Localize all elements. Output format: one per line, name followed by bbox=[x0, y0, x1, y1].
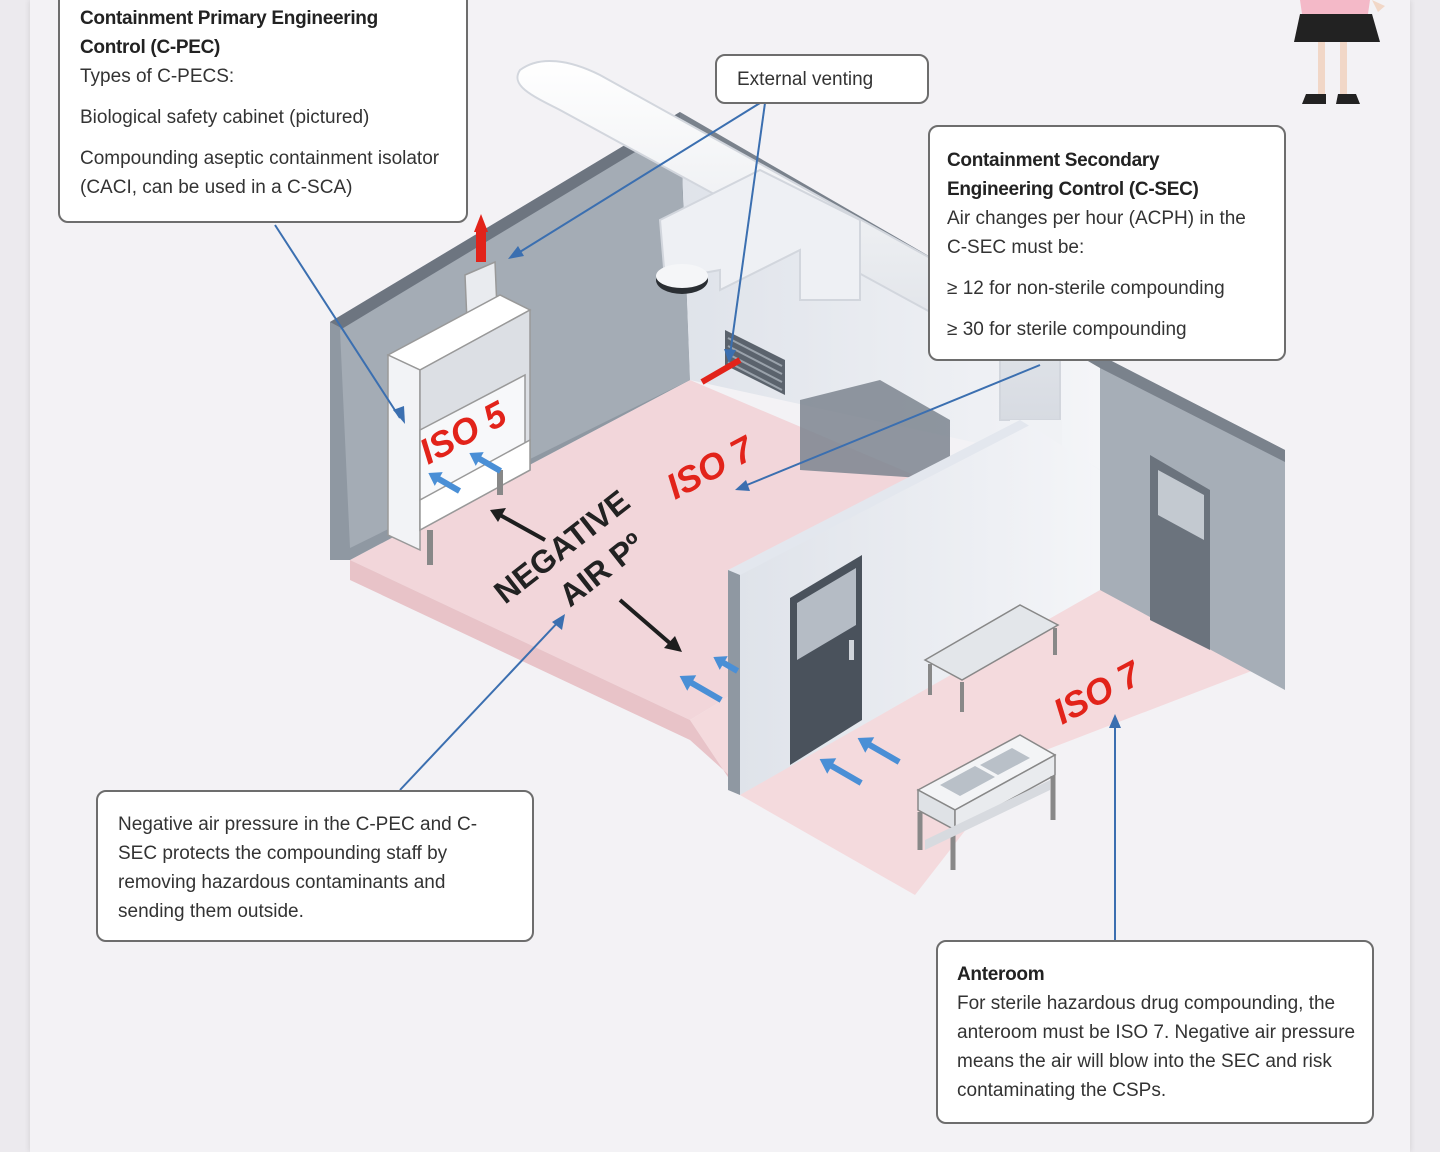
pointer-csec bbox=[741, 364, 1041, 488]
anteroom-title: Anteroom bbox=[957, 964, 1045, 985]
anteroom-bench bbox=[923, 604, 1060, 712]
csec-line-3: ≥ 30 for sterile compounding bbox=[947, 319, 1187, 340]
external-venting-callout: External venting bbox=[715, 54, 929, 104]
cpec-callout: Containment Primary Engineering Control … bbox=[58, 0, 468, 223]
csec-callout: Containment Secondary Engineering Contro… bbox=[928, 125, 1286, 361]
airflow-arrow bbox=[469, 452, 503, 474]
negative-pressure-text: Negative air pressure in the C-PEC and C… bbox=[118, 814, 478, 922]
airflow-arrow bbox=[428, 472, 462, 494]
pointer-venting-2 bbox=[729, 102, 766, 356]
negative-pressure-callout: Negative air pressure in the C-PEC and C… bbox=[96, 790, 534, 942]
external-venting-label: External venting bbox=[737, 69, 874, 90]
pointer-venting-2-head bbox=[724, 349, 736, 363]
pressure-arrow bbox=[618, 598, 674, 647]
pointer-cpec-head bbox=[393, 406, 405, 424]
anteroom-text: For sterile hazardous drug compounding, … bbox=[957, 993, 1356, 1101]
pointer-csec-head bbox=[735, 480, 750, 491]
airflow-arrow bbox=[679, 675, 723, 703]
woman-figure bbox=[1294, 0, 1385, 104]
pointer-negative bbox=[399, 619, 561, 791]
partition-door bbox=[790, 555, 862, 765]
pointer-negative-head bbox=[552, 614, 565, 630]
pointer-venting-1 bbox=[514, 102, 761, 256]
callout-pointers bbox=[274, 102, 1121, 940]
pressure-arrow bbox=[499, 513, 546, 542]
csec-line-1: Air changes per hour (ACPH) in the C-SEC… bbox=[947, 208, 1246, 258]
pressure-arrow-head bbox=[490, 508, 506, 522]
pressure-arrow-head bbox=[664, 636, 682, 652]
pointer-anteroom-head bbox=[1109, 714, 1121, 728]
cpec-subtitle: Types of C-PECS: bbox=[80, 66, 235, 87]
pointer-cpec bbox=[274, 224, 401, 419]
csec-line-2: ≥ 12 for non-sterile compounding bbox=[947, 278, 1225, 299]
cpec-item-2: Compounding aseptic containment isolator… bbox=[80, 148, 440, 198]
biosafety-cabinet bbox=[386, 214, 532, 565]
pointer-venting-1-head bbox=[508, 246, 524, 259]
vent-marker bbox=[700, 357, 742, 385]
cpec-title: Containment Primary Engineering Control … bbox=[80, 8, 378, 58]
right-outer-wall bbox=[1100, 355, 1285, 690]
airflow-arrows bbox=[428, 452, 901, 786]
airflow-arrow bbox=[819, 758, 863, 786]
airflow-arrow bbox=[857, 737, 901, 765]
sink-station bbox=[916, 734, 1057, 870]
negative-pressure-arrows bbox=[490, 508, 682, 652]
airflow-arrow bbox=[713, 656, 740, 674]
anteroom-callout: Anteroom For sterile hazardous drug comp… bbox=[936, 940, 1374, 1124]
csec-title: Containment Secondary Engineering Contro… bbox=[947, 150, 1199, 200]
cpec-item-1: Biological safety cabinet (pictured) bbox=[80, 107, 370, 128]
